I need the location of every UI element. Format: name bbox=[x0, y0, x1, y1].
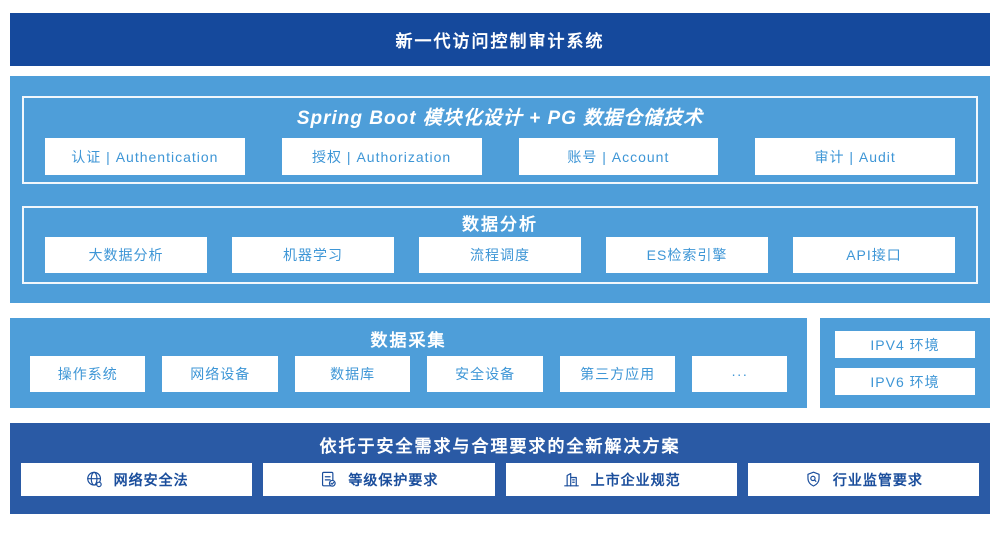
solution-industry-regulation: 行业监管要求 bbox=[747, 463, 979, 496]
solution-listed-company: 上市企业规范 bbox=[505, 463, 737, 496]
solution-row: 网络安全法 等级保护要求 上 bbox=[21, 463, 979, 496]
collect-more: ··· bbox=[692, 356, 788, 392]
middle-row: 数据采集 操作系统 网络设备 数据库 安全设备 第三方应用 ··· IPV4 环… bbox=[10, 318, 990, 408]
collection-row: 操作系统 网络设备 数据库 安全设备 第三方应用 ··· bbox=[30, 356, 788, 392]
data-collection-title: 数据采集 bbox=[370, 331, 447, 350]
solution-label: 等级保护要求 bbox=[348, 471, 439, 488]
solution-label: 网络安全法 bbox=[113, 471, 189, 488]
system-title-banner: 新一代访问控制审计系统 bbox=[10, 13, 990, 66]
springboot-modules-section: Spring Boot 模块化设计 + PG 数据仓储技术 认证 | Authe… bbox=[22, 96, 978, 184]
solution-cybersecurity-law: 网络安全法 bbox=[21, 463, 253, 496]
analysis-bigdata: 大数据分析 bbox=[45, 237, 207, 273]
springboot-section-title: Spring Boot 模块化设计 + PG 数据仓储技术 bbox=[296, 108, 704, 129]
data-analysis-title: 数据分析 bbox=[462, 215, 538, 234]
collect-network-device: 网络设备 bbox=[162, 356, 278, 392]
collect-security-device: 安全设备 bbox=[427, 356, 543, 392]
building-icon bbox=[562, 470, 581, 489]
analysis-es-search: ES检索引擎 bbox=[606, 237, 768, 273]
collect-os: 操作系统 bbox=[30, 356, 146, 392]
globe-icon bbox=[85, 470, 104, 489]
ipv4-environment: IPV4 环境 bbox=[835, 331, 975, 358]
solution-label: 上市企业规范 bbox=[590, 471, 681, 488]
ipv6-environment: IPV6 环境 bbox=[835, 368, 975, 395]
analysis-api: API接口 bbox=[793, 237, 955, 273]
document-check-icon bbox=[319, 470, 338, 489]
data-collection-section: 数据采集 操作系统 网络设备 数据库 安全设备 第三方应用 ··· bbox=[10, 318, 807, 408]
collect-database: 数据库 bbox=[294, 356, 411, 392]
analysis-row: 大数据分析 机器学习 流程调度 ES检索引擎 API接口 bbox=[45, 237, 955, 273]
solution-title: 依托于安全需求与合理要求的全新解决方案 bbox=[319, 437, 681, 456]
data-analysis-section: 数据分析 大数据分析 机器学习 流程调度 ES检索引擎 API接口 bbox=[22, 206, 978, 284]
platform-section: Spring Boot 模块化设计 + PG 数据仓储技术 认证 | Authe… bbox=[10, 76, 990, 303]
modules-row: 认证 | Authentication 授权 | Authorization 账… bbox=[45, 138, 955, 175]
solution-label: 行业监管要求 bbox=[832, 471, 923, 488]
collect-third-party: 第三方应用 bbox=[559, 356, 676, 392]
analysis-machine-learning: 机器学习 bbox=[232, 237, 394, 273]
module-audit: 审计 | Audit bbox=[755, 138, 955, 175]
page-title: 新一代访问控制审计系统 bbox=[395, 32, 605, 51]
solution-section: 依托于安全需求与合理要求的全新解决方案 网络安全法 bbox=[10, 423, 990, 514]
module-authentication: 认证 | Authentication bbox=[45, 138, 245, 175]
shield-search-icon bbox=[804, 470, 823, 489]
module-account: 账号 | Account bbox=[518, 138, 719, 175]
module-authorization: 授权 | Authorization bbox=[281, 138, 482, 175]
analysis-workflow: 流程调度 bbox=[419, 237, 581, 273]
ip-environment-section: IPV4 环境 IPV6 环境 bbox=[820, 318, 990, 408]
solution-classified-protection: 等级保护要求 bbox=[263, 463, 495, 496]
